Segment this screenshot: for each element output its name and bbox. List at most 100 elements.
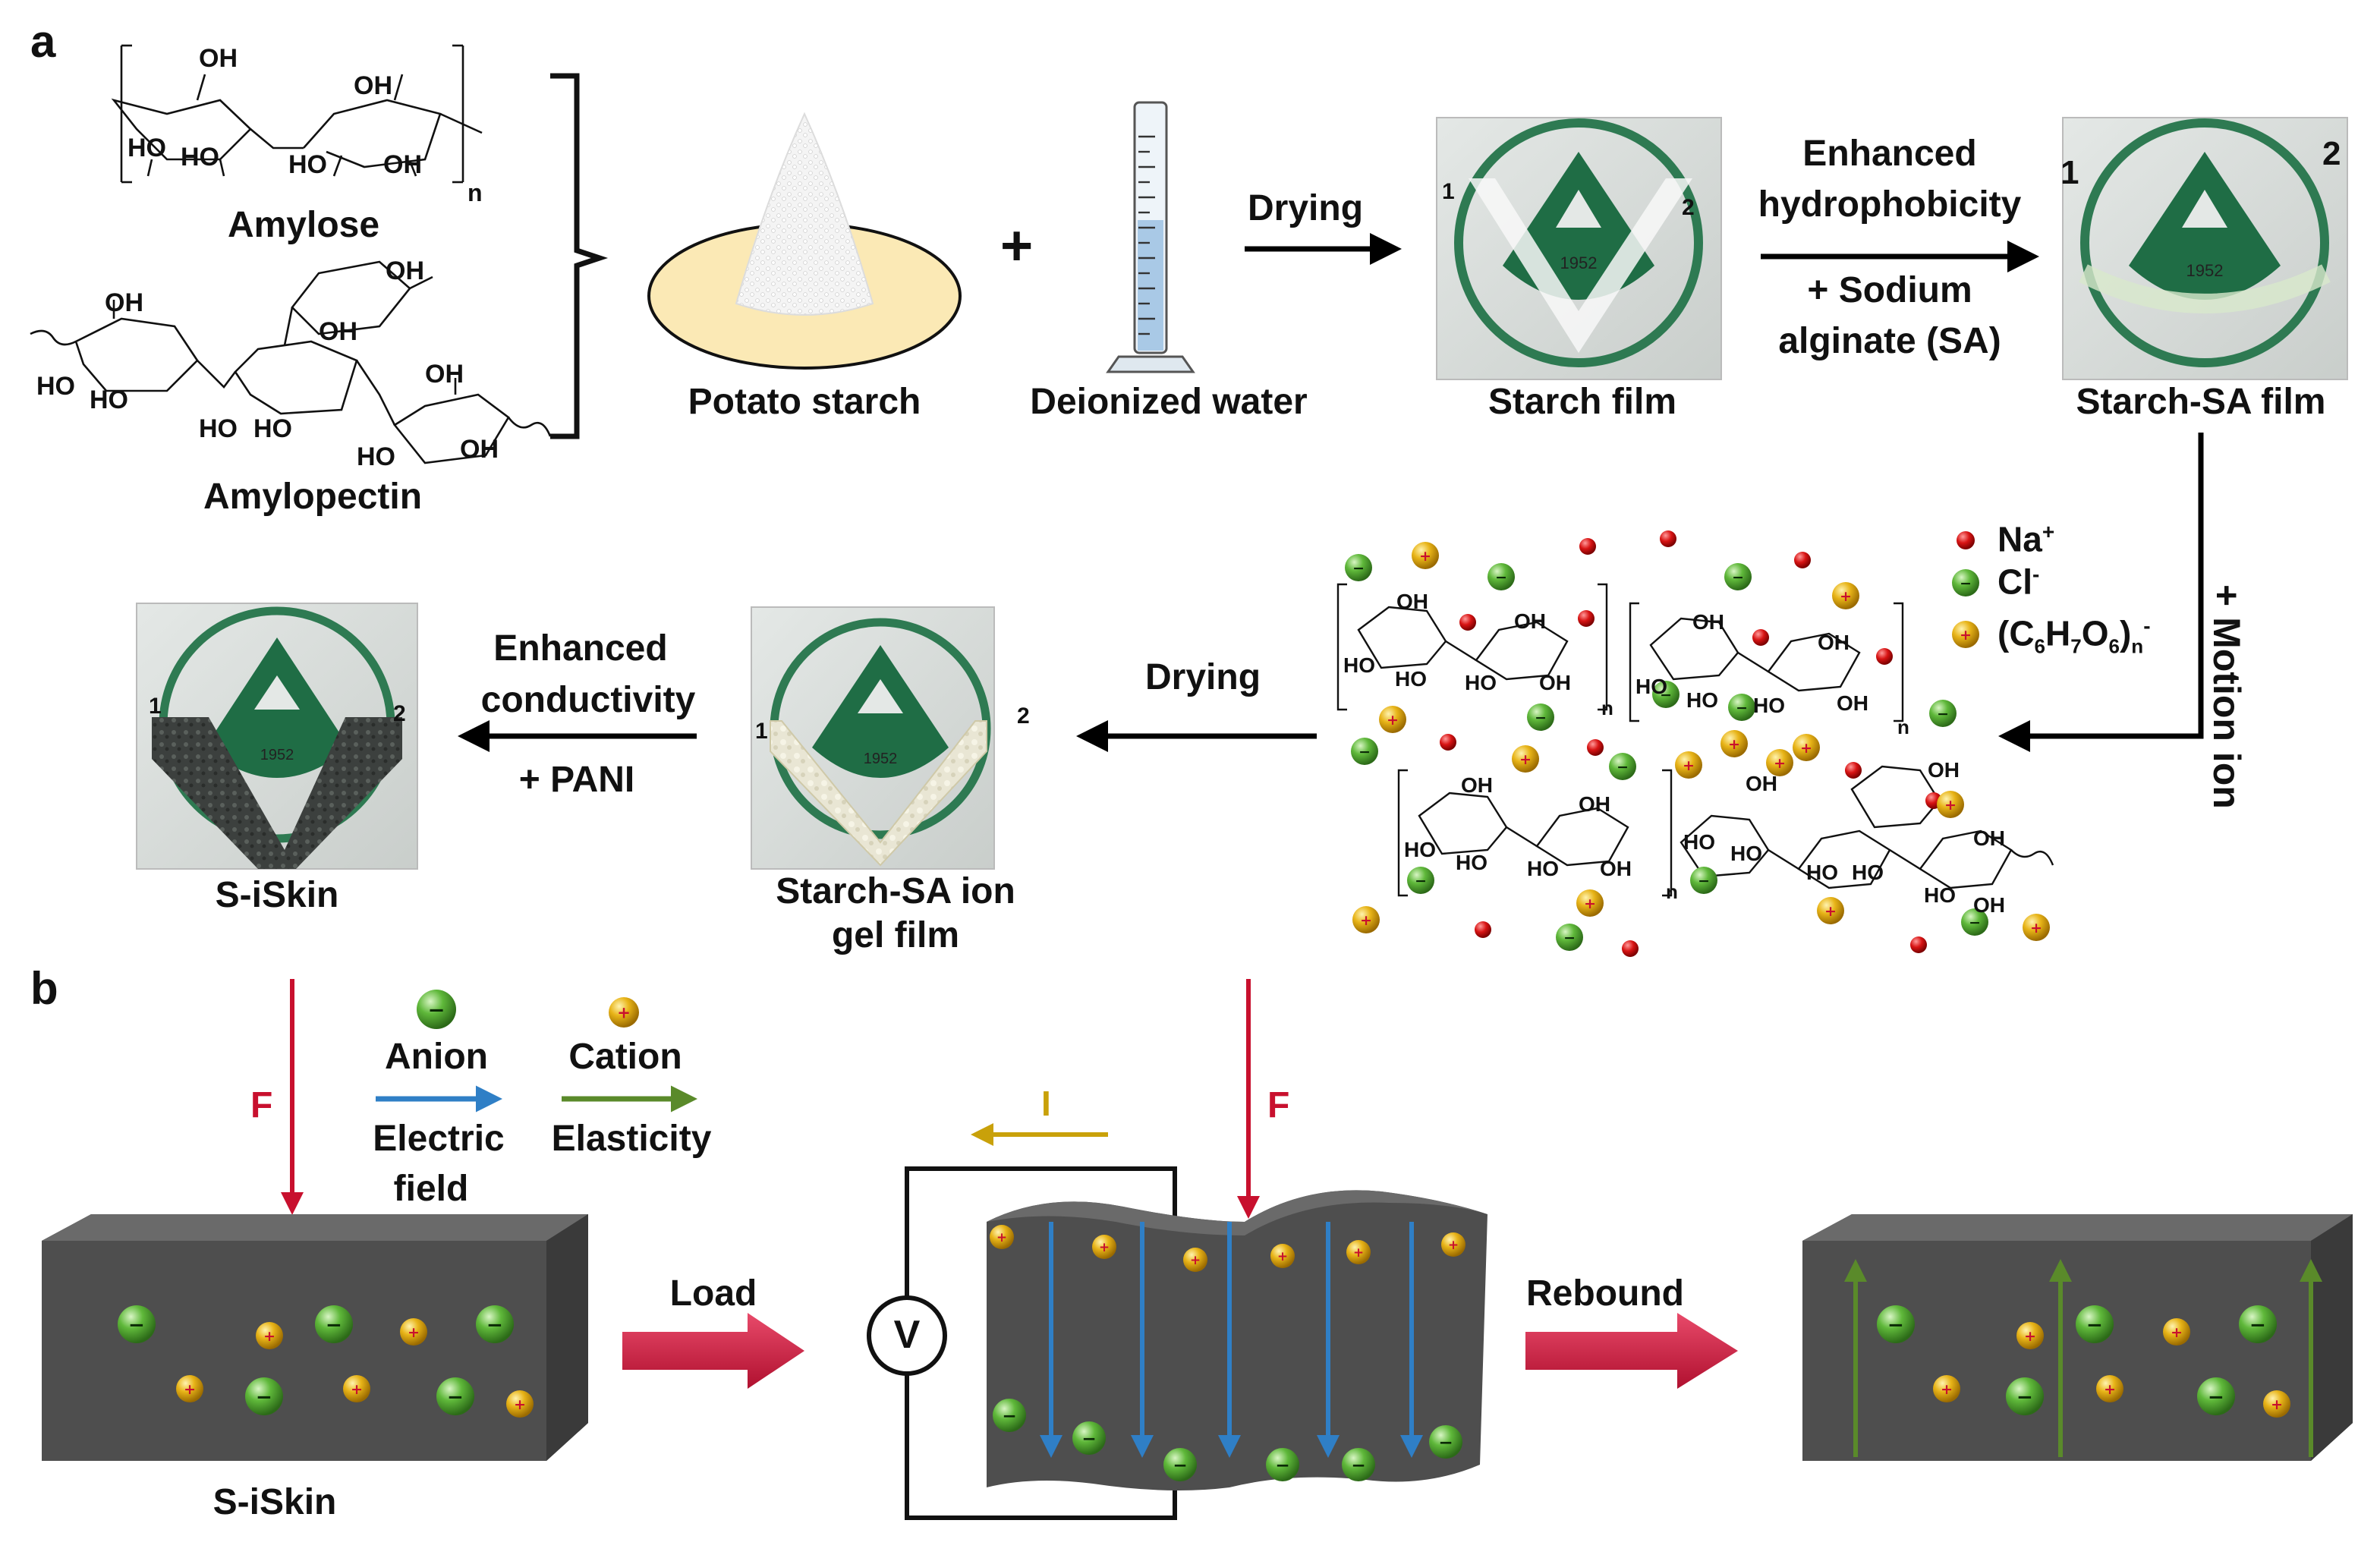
amylose-oh-3: OH: [383, 150, 422, 179]
net-oh-5: OH: [1818, 631, 1850, 654]
svg-text:−: −: [1887, 1314, 1904, 1337]
svg-text:+: +: [2171, 1324, 2183, 1341]
svg-text:+: +: [1584, 895, 1596, 912]
amylose-ho-1: HO: [128, 134, 166, 162]
net-oh-7: OH: [1461, 773, 1493, 797]
voltmeter: [867, 1295, 947, 1376]
block1-ion-9: −: [436, 1377, 474, 1415]
network-ion-6: −: [1488, 563, 1515, 590]
net-ho-12: HO: [1806, 861, 1838, 884]
network-ion-28: +: [1937, 791, 1964, 818]
step-sa-line2: hydrophobicity: [1758, 184, 2022, 225]
starch-film-num-2: 2: [1682, 195, 1695, 220]
step-pani-line2: conductivity: [480, 680, 696, 720]
network-ion-5: [1794, 552, 1811, 568]
starch-sa-film-num-1: 1: [2060, 154, 2079, 191]
net-oh-10: OH: [1746, 772, 1777, 795]
svg-text:−: −: [1495, 569, 1507, 586]
ion-gel-film-photo: [751, 606, 995, 870]
current-label: I: [1041, 1084, 1051, 1123]
network-ion-12: [1578, 610, 1595, 627]
step-sa-line4: alginate (SA): [1778, 321, 2001, 361]
legend-na: Na+: [1998, 519, 2055, 559]
amylopectin-oh-5: OH: [460, 435, 499, 464]
plus-sign: +: [1000, 214, 1034, 277]
amylose-oh-2: OH: [354, 71, 392, 100]
svg-text:−: −: [326, 1314, 342, 1337]
network-ion-8: +: [1832, 582, 1859, 609]
net-n-2: n: [1897, 716, 1909, 738]
network-ion-18: +: [1512, 745, 1539, 773]
legend-c6h7o6: (C6H7O6)n-: [1998, 613, 2151, 658]
starch-film-label: Starch film: [1488, 382, 1677, 422]
step-pani-line3: + PANI: [518, 760, 635, 800]
net-oh-8: OH: [1579, 792, 1610, 816]
block2-ion-5: +: [1346, 1240, 1371, 1264]
net-ho-4: HO: [1635, 675, 1667, 698]
svg-text:+: +: [1840, 588, 1852, 605]
network-ion-39: [1910, 936, 1927, 953]
net-ho-11: HO: [1730, 842, 1762, 865]
block2-ion-11: −: [1342, 1448, 1375, 1481]
block2-ion-12: −: [1429, 1425, 1462, 1459]
svg-text:−: −: [1736, 700, 1748, 716]
siskin-label-b: S-iSkin: [212, 1482, 337, 1522]
net-oh-1: OH: [1396, 590, 1428, 613]
block1-ion-10: +: [506, 1390, 534, 1418]
svg-text:−: −: [1960, 575, 1972, 592]
block2-ion-10: −: [1266, 1448, 1299, 1481]
block3-ion-6: +: [1933, 1375, 1960, 1402]
block3-ion-8: +: [2096, 1375, 2123, 1402]
net-ho-2: HO: [1395, 667, 1427, 691]
network-ion-15: −: [1652, 681, 1680, 708]
motion-ion-label: + Motion ion: [2205, 584, 2248, 809]
legend-electric-field-label-1: Electric: [373, 1119, 505, 1159]
network-ion-3: [1579, 538, 1596, 555]
svg-text:+: +: [1944, 797, 1957, 814]
block2-ion-4: +: [1270, 1244, 1295, 1268]
network-ion-37: −: [1556, 924, 1583, 951]
net-oh-12: OH: [1973, 826, 2005, 850]
network-ion-26: +: [1675, 751, 1702, 779]
net-ho-10: HO: [1683, 830, 1715, 854]
ion-gel-label-line1: Starch-SA ion: [776, 871, 1015, 911]
svg-text:−: −: [1563, 930, 1576, 946]
svg-text:+: +: [1519, 751, 1532, 768]
block2-ion-2: +: [1092, 1235, 1116, 1259]
rebound-label: Rebound: [1526, 1273, 1684, 1314]
svg-text:+: +: [184, 1381, 196, 1398]
network-ion-29: −: [1407, 867, 1434, 894]
amylose-ho-2: HO: [181, 143, 219, 172]
deionized-water-label: Deionized water: [1030, 382, 1308, 422]
network-ion-2: +: [1412, 542, 1439, 569]
rebound-arrow: [1525, 1313, 1738, 1389]
block2-ion-3: +: [1183, 1248, 1207, 1272]
svg-text:+: +: [1728, 736, 1740, 753]
block3-ion-9: −: [2197, 1377, 2235, 1415]
svg-text:−: −: [428, 999, 445, 1022]
svg-text:−: −: [1937, 706, 1949, 722]
svg-text:−: −: [1002, 1406, 1016, 1426]
block1-ion-6: +: [176, 1375, 203, 1402]
step-sa-line1: Enhanced: [1802, 134, 1977, 174]
svg-text:−: −: [1351, 1456, 1365, 1475]
network-ion-25: −: [1929, 700, 1957, 727]
amylose-label: Amylose: [227, 205, 380, 245]
network-ion-11: [1459, 614, 1476, 631]
svg-text:+: +: [617, 1004, 631, 1022]
svg-text:+: +: [1448, 1237, 1459, 1252]
network-ion-9: +: [1379, 706, 1406, 733]
legend-cl: Cl-: [1998, 562, 2040, 602]
block1-ion-4: +: [400, 1318, 427, 1346]
starch-film-num-1: 1: [1442, 179, 1455, 204]
svg-text:−: −: [1660, 687, 1672, 703]
starch-sa-film-photo: [2062, 117, 2348, 380]
legend-anion-label: Anion: [385, 1037, 488, 1077]
potato-starch-label: Potato starch: [688, 382, 921, 422]
svg-text:+: +: [1353, 1245, 1364, 1260]
block1-ion-5: −: [476, 1305, 514, 1343]
network-ion-13: [1752, 629, 1769, 646]
network-ion-32: +: [1817, 897, 1844, 924]
network-ion-20: −: [1609, 753, 1636, 780]
network-ion-7: −: [1724, 563, 1752, 590]
